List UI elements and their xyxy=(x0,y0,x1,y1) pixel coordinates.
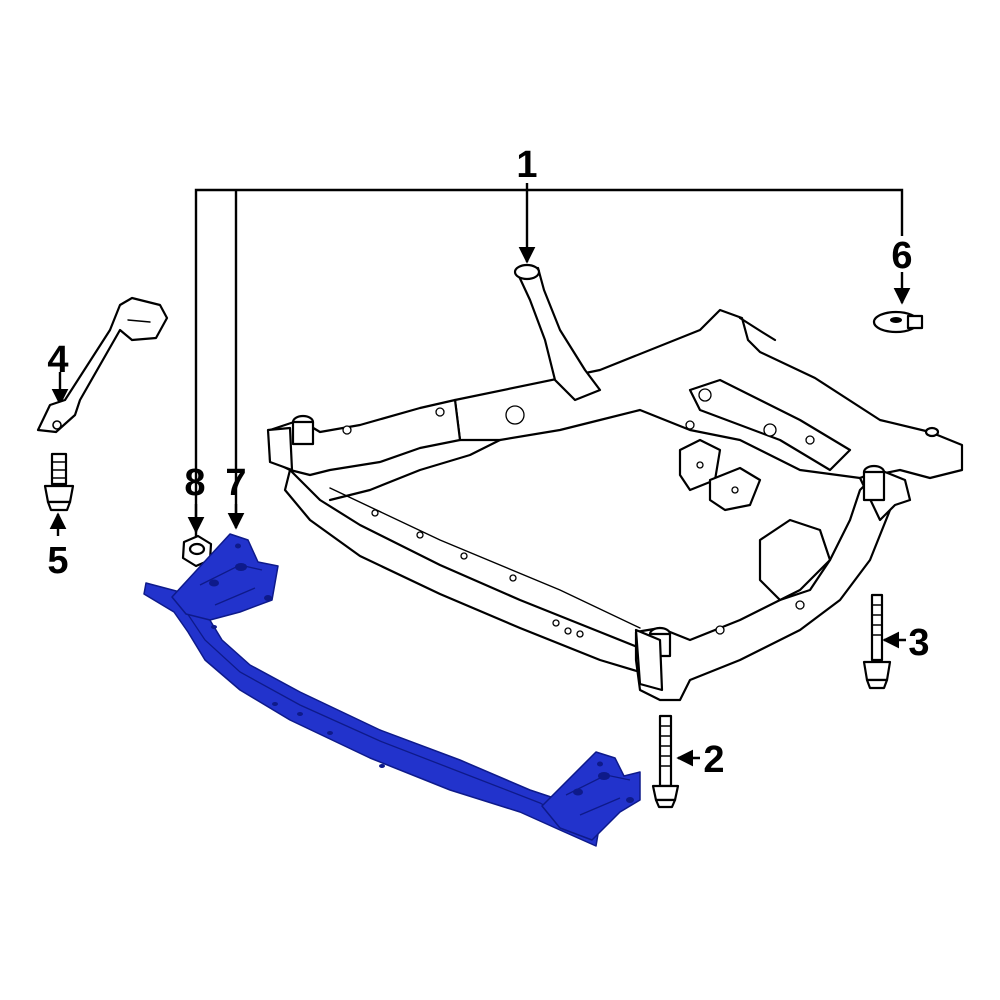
bolt-3 xyxy=(862,593,892,690)
callout-8: 8 xyxy=(184,462,205,504)
callout-2: 2 xyxy=(703,739,724,781)
brace xyxy=(36,296,169,434)
callout-6: 6 xyxy=(891,235,912,277)
callout-4: 4 xyxy=(47,339,68,381)
callout-5: 5 xyxy=(47,540,68,582)
bolt-2 xyxy=(651,714,680,809)
callout-labels: 1 2 3 4 5 6 7 8 xyxy=(47,144,929,781)
nut-8 xyxy=(181,534,213,568)
leader-lines xyxy=(49,183,911,767)
crossmember xyxy=(143,533,641,847)
subframe xyxy=(266,263,964,702)
callout-3: 3 xyxy=(908,622,929,664)
clip-6 xyxy=(872,310,924,334)
bolt-5 xyxy=(43,452,75,512)
callout-1: 1 xyxy=(516,144,537,186)
callout-7: 7 xyxy=(225,462,246,504)
